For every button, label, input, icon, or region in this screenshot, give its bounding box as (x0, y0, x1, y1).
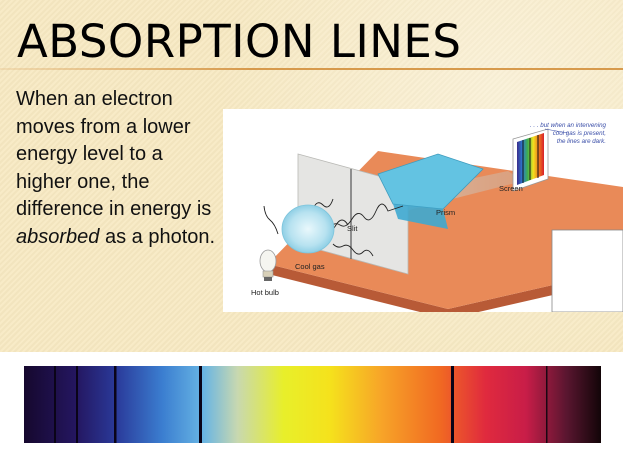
prism (377, 153, 484, 210)
label-prism: Prism (436, 208, 455, 217)
spectrum-gradient (24, 366, 601, 443)
slide-body-text: When an electron moves from a lower ener… (16, 86, 221, 251)
label-cool-gas: Cool gas (295, 262, 325, 271)
screen-caption: . . . but when an intervening cool gas i… (530, 122, 607, 145)
label-screen: Screen (499, 184, 523, 193)
absorption-diagram: Slit Prism Screen Cool gas Hot bulb . . … (223, 109, 623, 312)
caption-line-1: . . . but when an intervening (530, 122, 607, 129)
caption-line-2: cool gas is present, (553, 130, 606, 137)
slide-title: ABSORPTION LINES (17, 15, 462, 68)
absorption-line-2 (76, 366, 78, 443)
caption-line-3: the lines are dark. (557, 138, 606, 145)
title-underline (0, 68, 623, 70)
label-slit: Slit (347, 224, 358, 233)
absorption-line-1 (54, 366, 56, 443)
label-hot-bulb: Hot bulb (251, 288, 279, 297)
absorption-line-6 (546, 366, 548, 443)
absorption-line-4 (199, 366, 202, 443)
absorption-line-3 (114, 366, 117, 443)
absorption-spectrum (24, 366, 601, 443)
hot-bulb (259, 249, 277, 281)
cool-gas-cloud (281, 204, 335, 254)
screen-dark-lines (522, 135, 539, 183)
prism-face (393, 204, 448, 229)
body-text-part-2: as a photon. (99, 225, 216, 248)
inset-box (551, 229, 623, 312)
body-text-emphasis: absorbed (16, 225, 100, 248)
absorption-line-5 (451, 366, 454, 443)
caption-pointer (544, 128, 569, 134)
body-text-part-1: When an electron moves from a lower ener… (16, 88, 212, 220)
